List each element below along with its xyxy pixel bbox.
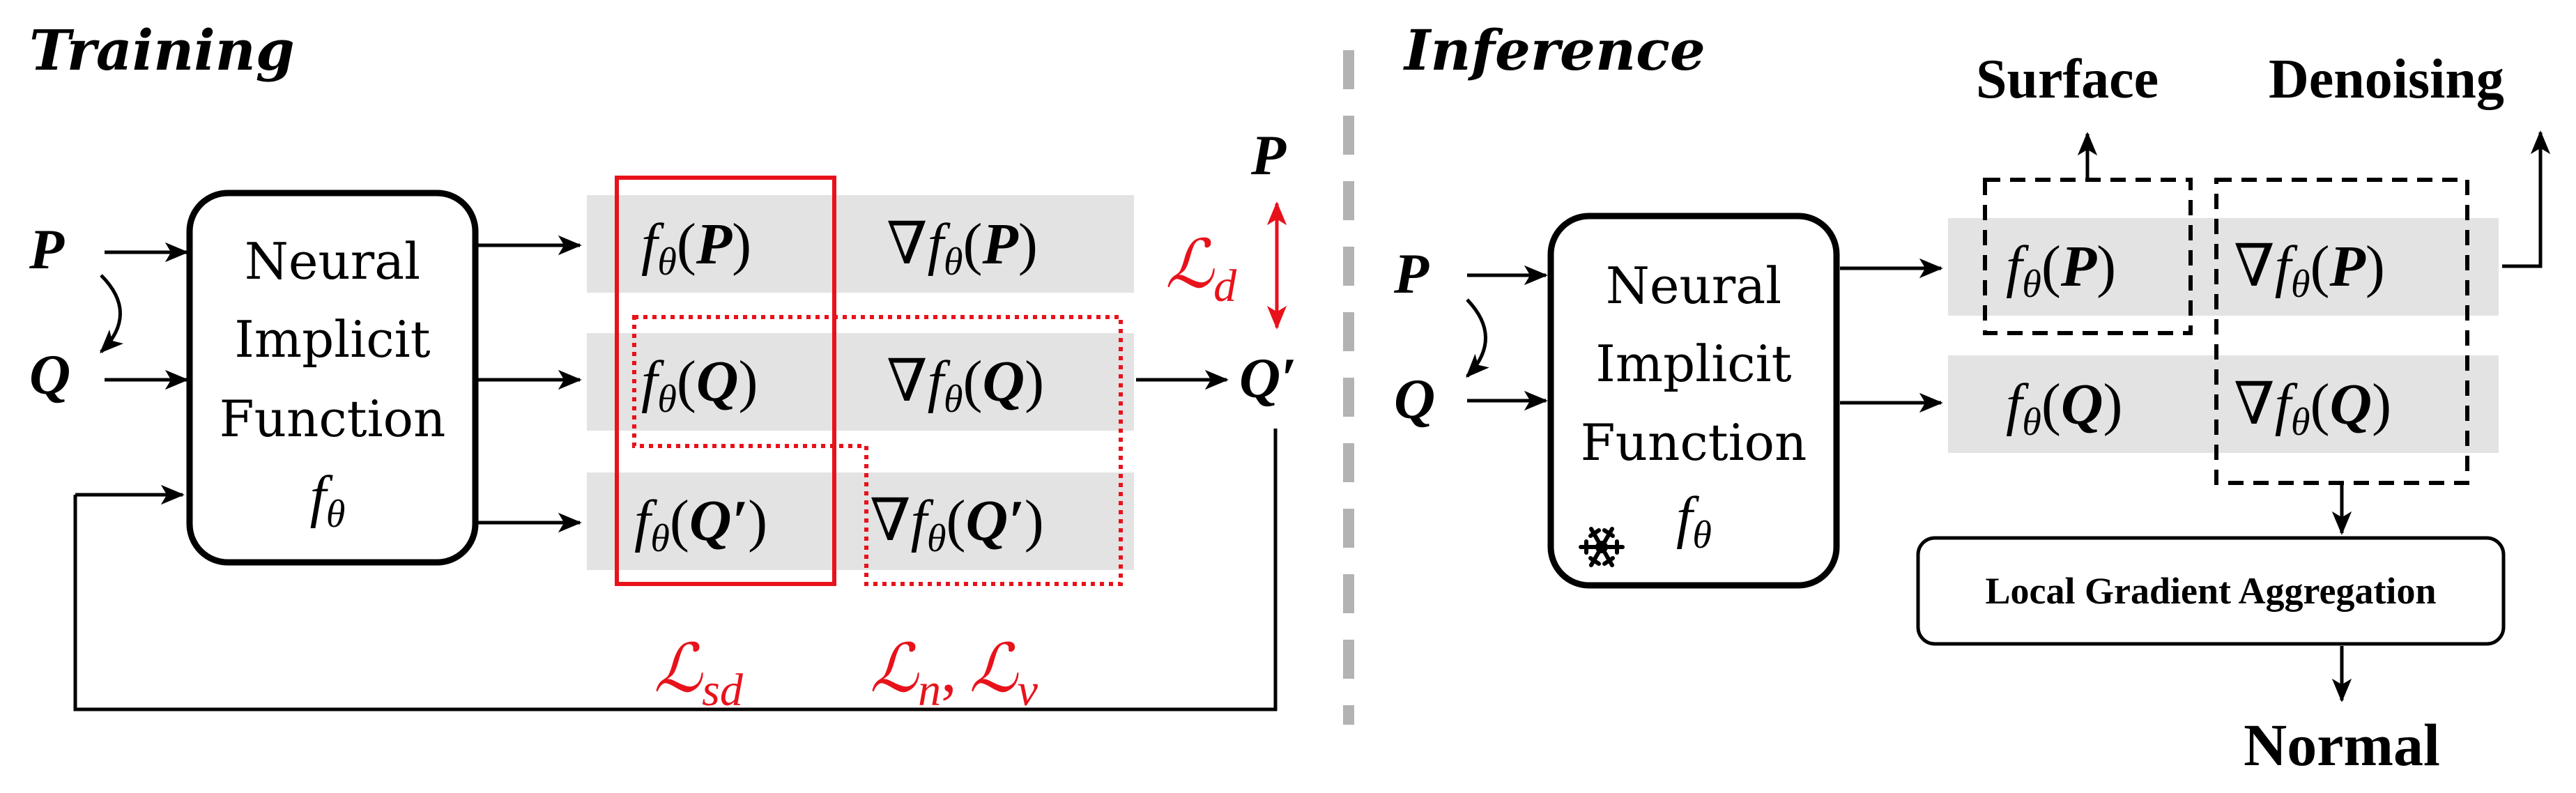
training-box-line3: Function xyxy=(220,390,446,448)
snowflake-icon xyxy=(1579,527,1625,567)
local-gradient-aggregation-box xyxy=(1916,536,2506,646)
inference-box-symbol: fθ xyxy=(1676,485,1712,557)
inference-row2-band xyxy=(1948,355,2499,453)
inference-input-q: Q xyxy=(1394,367,1435,431)
denoising-label: Denoising xyxy=(2269,49,2504,110)
training-box-symbol: fθ xyxy=(310,464,346,536)
inference-row1-f: fθ(P) xyxy=(2006,234,2116,306)
training-row1-grad: ∇fθ(P) xyxy=(887,212,1038,284)
surface-label: Surface xyxy=(1976,49,2159,110)
denoising-region xyxy=(2214,178,2469,485)
training-input-p: P xyxy=(29,217,65,281)
training-neural-implicit-function-box xyxy=(186,190,479,566)
training-box-line2: Implicit xyxy=(234,310,430,369)
inference-title: Inference xyxy=(1403,17,1705,83)
inference-row2-grad: ∇fθ(Q) xyxy=(2234,372,2391,444)
inference-arrow-p-to-q xyxy=(1466,298,1489,378)
training-input-q: Q xyxy=(29,343,70,406)
training-row1-band xyxy=(587,195,1134,293)
training-row3-band xyxy=(587,472,1134,570)
loss-sd-label: ℒsd xyxy=(654,631,744,716)
arrow-p-to-q xyxy=(99,274,124,354)
training-output-qprime: Q′ xyxy=(1239,346,1296,410)
training-box-line1: Neural xyxy=(245,232,420,291)
inference-input-p: P xyxy=(1393,242,1429,305)
normal-label: Normal xyxy=(2244,711,2440,778)
loss-nv-region xyxy=(632,315,1123,586)
training-panel: Training P Q Neural Implicit Function fθ… xyxy=(29,17,1296,716)
inference-box-line1: Neural xyxy=(1606,256,1781,315)
training-title: Training xyxy=(29,17,295,83)
local-gradient-aggregation-label: Local Gradient Aggregation xyxy=(1986,570,2437,612)
inference-neural-implicit-function-box xyxy=(1547,213,1840,589)
feedback-loop xyxy=(73,429,1278,711)
inference-row2-f: fθ(Q) xyxy=(2006,372,2123,444)
surface-region xyxy=(1983,178,2193,335)
loss-nv-label: ℒn,ℒv xyxy=(870,631,1038,716)
loss-sd-region xyxy=(615,176,836,586)
inference-box-line2: Implicit xyxy=(1595,334,1791,393)
loss-d-label: ℒd xyxy=(1165,227,1237,311)
inference-row1-grad: ∇fθ(P) xyxy=(2234,234,2385,306)
arrow-to-denoising xyxy=(2502,130,2551,268)
training-row3-grad: ∇fθ(Q′) xyxy=(870,488,1044,560)
training-row2-grad: ∇fθ(Q) xyxy=(887,349,1044,421)
inference-panel: Inference P Q Neural Implicit Function f… xyxy=(1393,17,2551,778)
inference-box-line3: Function xyxy=(1581,413,1807,472)
training-output-p: P xyxy=(1250,123,1287,187)
training-row2-band xyxy=(587,333,1134,431)
inference-row1-band xyxy=(1948,218,2499,316)
